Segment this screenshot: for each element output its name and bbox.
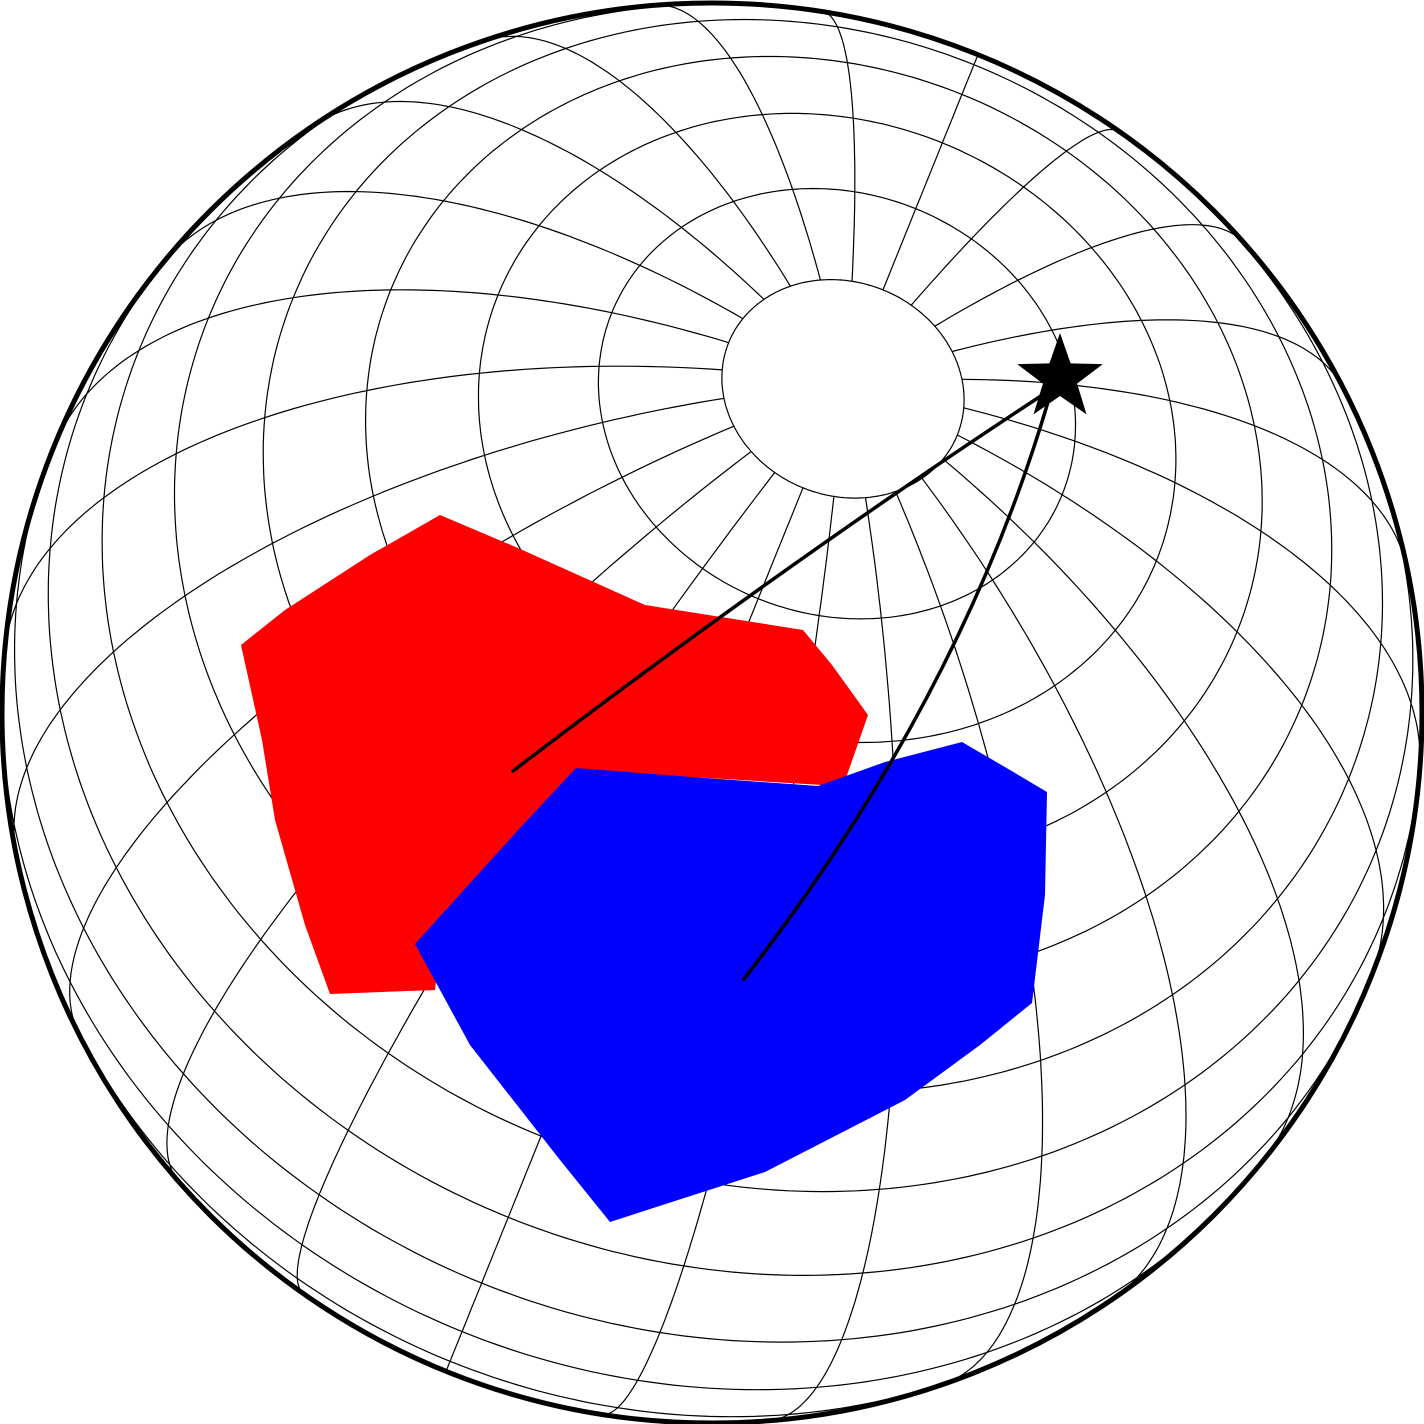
graticule-line <box>910 128 1119 306</box>
graticule-line <box>882 54 979 291</box>
graticule-line <box>315 100 765 300</box>
graticule-line <box>951 319 1343 387</box>
graticule-line <box>69 425 735 1036</box>
path-from-red <box>511 388 1052 773</box>
graticule-line <box>942 458 1305 1160</box>
graticule-line <box>957 434 1385 980</box>
graticule-line <box>823 11 856 282</box>
graticule-line <box>163 190 744 320</box>
graticule-line <box>485 35 791 287</box>
graticule-line <box>963 407 1421 770</box>
regions-layer <box>241 515 1047 1222</box>
paths-layer <box>511 388 1052 981</box>
graticule-line <box>921 477 1187 1300</box>
graticule-line <box>53 289 729 448</box>
graticule-line <box>4 365 723 651</box>
graticule-line <box>13 397 725 857</box>
blue-region <box>415 742 1047 1222</box>
graticule-line <box>656 4 821 281</box>
star-icon <box>1017 333 1103 415</box>
graticule-line <box>894 491 1044 1385</box>
graticule-line <box>934 224 1244 327</box>
red-region <box>241 515 868 994</box>
path-from-blue <box>742 400 1050 981</box>
graticule-line <box>770 497 899 1422</box>
